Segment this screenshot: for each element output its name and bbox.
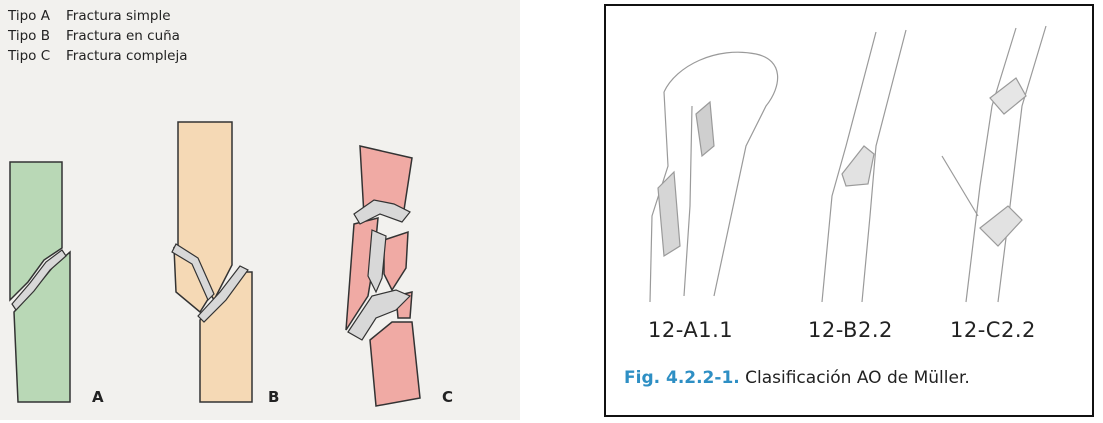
- label-a: A: [92, 388, 104, 406]
- bone-sketch-b2: [822, 30, 906, 302]
- wedge-b: [842, 146, 874, 186]
- bone-sketch-c2: [942, 26, 1046, 302]
- bone-sketch-a1: [650, 52, 778, 302]
- figure-caption: Fig. 4.2.2-1. Clasificación AO de Müller…: [624, 368, 970, 388]
- bone-b-diagram: B: [172, 122, 279, 406]
- humerus-fracture-shade-1: [696, 102, 714, 156]
- right-panel: 12-A1.1 12-B2.2 12-C2.2 Fig. 4.2.2-1. Cl…: [604, 4, 1094, 417]
- caption-text: Clasificación AO de Müller.: [740, 368, 970, 388]
- bone-c-diagram: C: [346, 146, 453, 406]
- caption-figure-number: Fig. 4.2.2-1.: [624, 368, 740, 388]
- fragment-c-2: [980, 206, 1022, 246]
- humerus-fracture-shade-2: [658, 172, 680, 256]
- fracture-diagram-svg: A B C: [0, 0, 520, 420]
- bone-c-lower-fragment: [370, 322, 420, 406]
- ao-classification-svg: [606, 6, 1092, 415]
- code-label-b2: 12-B2.2: [808, 318, 893, 342]
- label-c: C: [442, 388, 453, 406]
- label-b: B: [268, 388, 279, 406]
- code-label-c2: 12-C2.2: [950, 318, 1036, 342]
- bone-a-diagram: A: [10, 162, 104, 406]
- humerus-head-outline: [664, 52, 778, 296]
- humerus-inner-line: [684, 106, 692, 296]
- bone-c-fracture-gap-2: [368, 230, 386, 292]
- fragment-c-1: [990, 78, 1026, 114]
- shaft-c-left: [966, 28, 1016, 302]
- bone-c-fragment-middle: [384, 232, 408, 290]
- shaft-c-right: [998, 26, 1046, 302]
- code-label-a1: 12-A1.1: [648, 318, 733, 342]
- loose-fragment-c: [942, 156, 978, 216]
